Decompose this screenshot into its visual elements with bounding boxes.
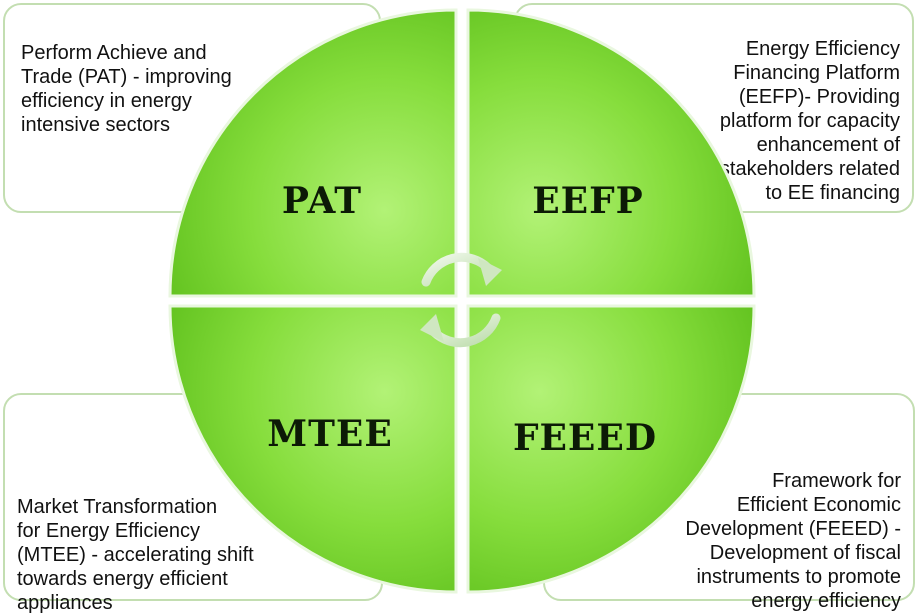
quadrant-label-mtee: MTEE <box>267 413 393 455</box>
quadrant-eefp <box>466 8 756 298</box>
quadrant-pat <box>168 8 458 298</box>
quadrant-feeed <box>466 304 756 594</box>
eefp-description: Energy Efficiency Financing Platform (EE… <box>719 38 900 204</box>
quadrant-label-eefp: EEFP <box>532 180 644 222</box>
pat-description: Perform Achieve and Trade (PAT) - improv… <box>21 42 232 136</box>
mtee-description: Market Transformation for Energy Efficie… <box>17 496 254 614</box>
quadrant-mtee <box>168 304 458 594</box>
quadrant-label-pat: PAT <box>282 180 362 222</box>
quadrant-label-feeed: FEEED <box>513 417 657 459</box>
